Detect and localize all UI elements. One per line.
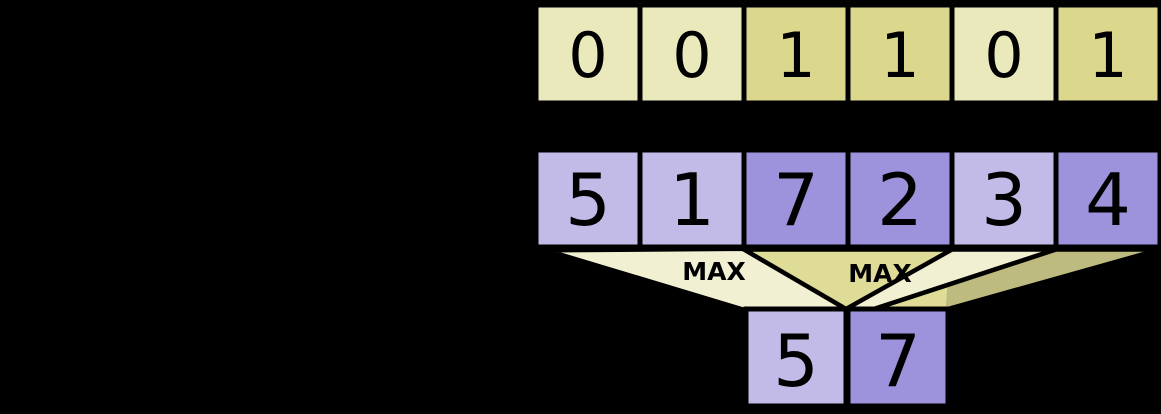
value-cell-0-value: 5 (565, 158, 611, 242)
value-cell-2 (741, 147, 851, 250)
output-cell-1-value: 7 (875, 319, 921, 403)
output-cell-1 (845, 306, 951, 409)
mask-cell-0-value: 0 (568, 19, 607, 92)
mask-cell-1-value: 0 (672, 19, 711, 92)
mask-cell-2 (741, 2, 851, 106)
mask-cell-0 (533, 2, 643, 106)
output-row: 5 7 (743, 306, 951, 409)
mask-cell-5-value: 1 (1088, 19, 1127, 92)
value-cell-3-value: 2 (877, 158, 923, 242)
values-row: 5 1 7 2 3 4 (533, 147, 1161, 250)
value-cell-4-value: 3 (981, 158, 1027, 242)
value-cell-1-value: 1 (669, 158, 715, 242)
max-label-left: MAX (682, 257, 746, 286)
mask-cell-4-value: 0 (984, 19, 1023, 92)
mask-cell-3-value: 1 (880, 19, 919, 92)
mask-cell-4 (949, 2, 1059, 106)
value-cell-2-value: 7 (773, 158, 819, 242)
max-label-right: MAX (848, 259, 912, 288)
value-cell-3 (845, 147, 955, 250)
mask-cell-2-value: 1 (776, 19, 815, 92)
output-cell-0-value: 5 (773, 319, 819, 403)
mask-row: 0 0 1 1 0 1 (533, 2, 1161, 106)
value-cell-4 (949, 147, 1059, 250)
mask-cell-1 (637, 2, 747, 106)
mask-cell-5 (1053, 2, 1161, 106)
value-cell-5-value: 4 (1085, 158, 1131, 242)
value-cell-5 (1053, 147, 1161, 250)
